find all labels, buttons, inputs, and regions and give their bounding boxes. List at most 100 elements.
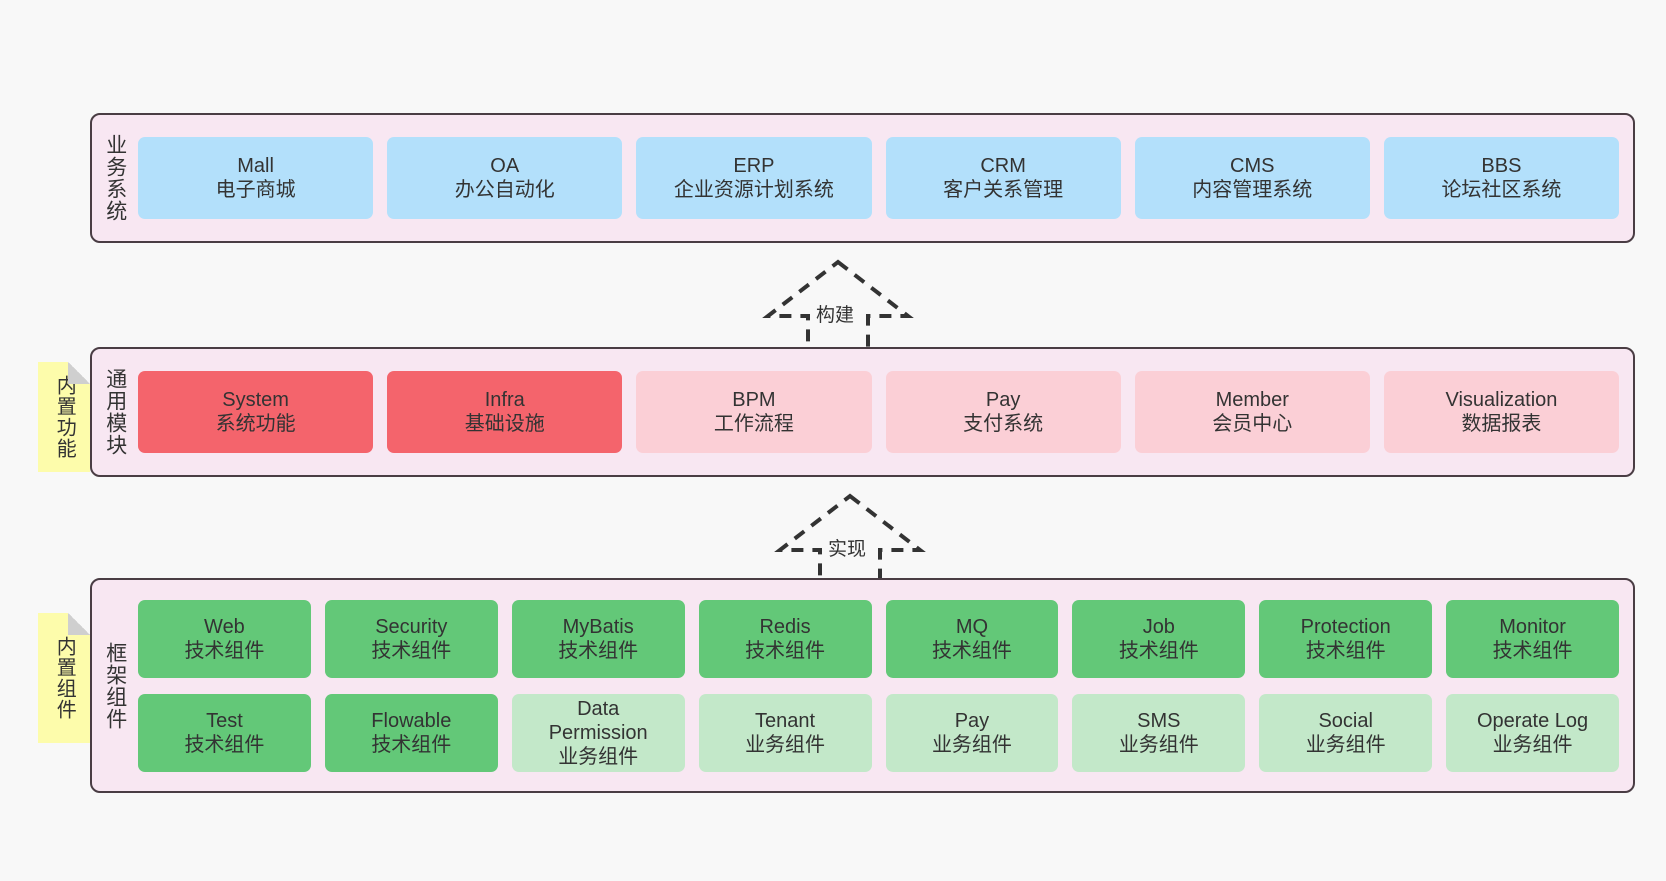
layer-body-framework: Web 技术组件 Security 技术组件 MyBatis 技术组件 Redi… xyxy=(138,580,1633,791)
card-redis[interactable]: Redis 技术组件 xyxy=(698,599,872,678)
card-subtitle: 论坛社区系统 xyxy=(1441,179,1562,201)
card-subtitle: 技术组件 xyxy=(558,639,639,662)
layer-business-system: 业务系统 Mall 电子商城 OA 办公自动化 ERP 企业资源计划系统 CRM xyxy=(90,113,1635,243)
card-subtitle: 企业资源计划系统 xyxy=(673,179,834,201)
card-subtitle: 业务组件 xyxy=(931,733,1012,756)
card-title: SMS xyxy=(1137,709,1181,732)
layer-title-modules: 通用模块 xyxy=(103,368,127,456)
card-crm[interactable]: CRM 客户关系管理 xyxy=(885,137,1121,219)
card-subtitle: 内容管理系统 xyxy=(1192,179,1313,201)
card-data-permission[interactable]: Data Permission 业务组件 xyxy=(511,693,685,772)
card-subtitle: 业务组件 xyxy=(745,733,826,756)
business-card-row: Mall 电子商城 OA 办公自动化 ERP 企业资源计划系统 CRM 客户关系… xyxy=(138,137,1620,219)
card-subtitle: 电子商城 xyxy=(215,179,296,201)
card-title: OA xyxy=(490,155,520,177)
framework-biz-row: Test 技术组件 Flowable 技术组件 Data Permission … xyxy=(138,693,1619,772)
card-bbs[interactable]: BBS 论坛社区系统 xyxy=(1383,137,1620,219)
card-subtitle: 技术组件 xyxy=(371,639,452,662)
card-title: Security xyxy=(375,615,448,638)
card-social[interactable]: Social 业务组件 xyxy=(1259,693,1433,772)
card-subtitle: 支付系统 xyxy=(963,413,1044,435)
card-title: BBS xyxy=(1481,155,1522,177)
framework-tech-row: Web 技术组件 Security 技术组件 MyBatis 技术组件 Redi… xyxy=(138,599,1619,678)
card-title: Visualization xyxy=(1445,389,1558,411)
card-subtitle: 数据报表 xyxy=(1461,413,1542,435)
card-visualization[interactable]: Visualization 数据报表 xyxy=(1383,371,1620,453)
card-sms[interactable]: SMS 业务组件 xyxy=(1072,693,1246,772)
card-title: MyBatis xyxy=(562,615,634,638)
card-subtitle: 系统功能 xyxy=(215,413,296,435)
card-infra[interactable]: Infra 基础设施 xyxy=(387,371,623,453)
layer-body-business: Mall 电子商城 OA 办公自动化 ERP 企业资源计划系统 CRM 客户关系… xyxy=(138,115,1633,241)
card-subtitle: 会员中心 xyxy=(1212,413,1293,435)
card-title: Redis xyxy=(759,615,811,638)
card-subtitle: 办公自动化 xyxy=(454,179,555,201)
card-flowable[interactable]: Flowable 技术组件 xyxy=(324,693,498,772)
card-subtitle: 业务组件 xyxy=(1492,733,1573,756)
card-operate-log[interactable]: Operate Log 业务组件 xyxy=(1446,693,1619,772)
card-title: Monitor xyxy=(1499,615,1566,638)
card-subtitle: 技术组件 xyxy=(184,733,265,756)
card-subtitle: 业务组件 xyxy=(558,745,639,768)
card-title: Infra xyxy=(484,389,525,411)
card-security[interactable]: Security 技术组件 xyxy=(324,599,498,678)
card-test[interactable]: Test 技术组件 xyxy=(138,693,311,772)
card-pay-component[interactable]: Pay 业务组件 xyxy=(885,693,1059,772)
card-subtitle: 基础设施 xyxy=(464,413,545,435)
card-title: Pay xyxy=(985,389,1021,411)
card-title: Member xyxy=(1215,389,1289,411)
connector-label: 实现 xyxy=(824,534,870,561)
card-title: CMS xyxy=(1230,155,1275,177)
card-subtitle: 业务组件 xyxy=(1118,733,1199,756)
card-subtitle: 工作流程 xyxy=(713,413,794,435)
card-oa[interactable]: OA 办公自动化 xyxy=(387,137,623,219)
card-protection[interactable]: Protection 技术组件 xyxy=(1259,599,1433,678)
card-subtitle: 技术组件 xyxy=(745,639,826,662)
card-subtitle: 客户关系管理 xyxy=(943,179,1064,201)
layer-common-modules: 通用模块 System 系统功能 Infra 基础设施 BPM 工作流程 Pay xyxy=(90,347,1635,477)
card-title: Flowable xyxy=(371,709,452,732)
card-title: Protection xyxy=(1300,615,1391,638)
card-subtitle: 技术组件 xyxy=(931,639,1012,662)
note-builtin-components: 内置组件 xyxy=(38,613,90,743)
connector-build: 构建 xyxy=(760,258,914,353)
card-title: Data Permission xyxy=(548,697,648,744)
card-web[interactable]: Web 技术组件 xyxy=(138,599,311,678)
card-title: Operate Log xyxy=(1476,709,1589,732)
card-subtitle: 技术组件 xyxy=(184,639,265,662)
card-mybatis[interactable]: MyBatis 技术组件 xyxy=(511,599,685,678)
card-title: Tenant xyxy=(755,709,816,732)
card-mq[interactable]: MQ 技术组件 xyxy=(885,599,1059,678)
layer-framework-components: 框架组件 Web 技术组件 Security 技术组件 MyBatis 技术组件… xyxy=(90,578,1635,793)
card-erp[interactable]: ERP 企业资源计划系统 xyxy=(636,137,872,219)
card-subtitle: 技术组件 xyxy=(1492,639,1573,662)
card-title: Pay xyxy=(954,709,990,732)
layer-body-modules: System 系统功能 Infra 基础设施 BPM 工作流程 Pay 支付系统… xyxy=(138,349,1633,475)
card-title: Test xyxy=(206,709,243,732)
note-builtin-features: 内置功能 xyxy=(38,362,90,472)
card-title: BPM xyxy=(732,389,776,411)
card-job[interactable]: Job 技术组件 xyxy=(1072,599,1246,678)
connector-label: 构建 xyxy=(812,300,858,327)
card-title: Social xyxy=(1318,709,1373,732)
card-title: Mall xyxy=(237,155,274,177)
card-bpm[interactable]: BPM 工作流程 xyxy=(636,371,872,453)
card-tenant[interactable]: Tenant 业务组件 xyxy=(698,693,872,772)
card-subtitle: 业务组件 xyxy=(1305,733,1386,756)
card-mall[interactable]: Mall 电子商城 xyxy=(138,137,374,219)
layer-title-business: 业务系统 xyxy=(103,134,127,222)
card-title: Web xyxy=(204,615,245,638)
card-pay-module[interactable]: Pay 支付系统 xyxy=(885,371,1121,453)
card-cms[interactable]: CMS 内容管理系统 xyxy=(1134,137,1370,219)
modules-card-row: System 系统功能 Infra 基础设施 BPM 工作流程 Pay 支付系统… xyxy=(138,371,1620,453)
card-monitor[interactable]: Monitor 技术组件 xyxy=(1446,599,1619,678)
layer-title-framework: 框架组件 xyxy=(103,641,127,730)
card-title: Job xyxy=(1142,615,1175,638)
card-title: ERP xyxy=(733,155,775,177)
card-title: CRM xyxy=(980,155,1026,177)
card-member[interactable]: Member 会员中心 xyxy=(1134,371,1370,453)
card-title: System xyxy=(222,389,289,411)
card-subtitle: 技术组件 xyxy=(371,733,452,756)
card-system[interactable]: System 系统功能 xyxy=(138,371,374,453)
